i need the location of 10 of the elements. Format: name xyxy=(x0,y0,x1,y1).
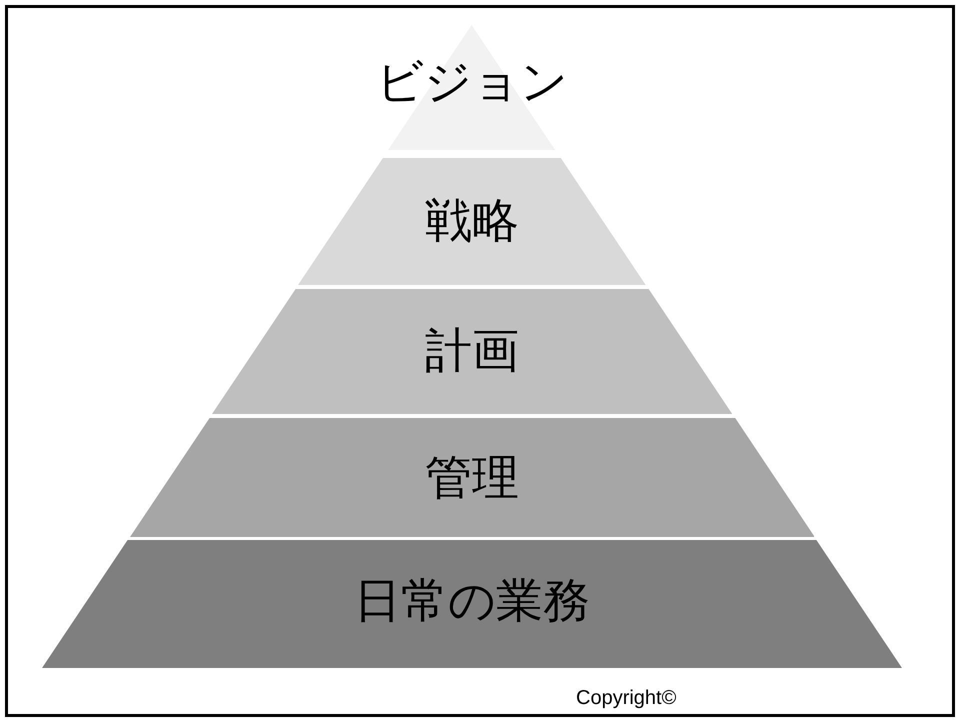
pyramid-tier xyxy=(298,158,646,285)
tier-label: 戦略 xyxy=(424,198,519,244)
pyramid-tier xyxy=(130,418,814,537)
copyright-note: Copyright© xyxy=(576,688,676,708)
tier-label: 管理 xyxy=(424,454,519,502)
pyramid-tier xyxy=(212,289,732,414)
tier-label: 計画 xyxy=(424,328,519,374)
tier-label: 日常の業務 xyxy=(354,578,590,624)
pyramid-tier xyxy=(42,540,902,668)
tier-label: ビジョン xyxy=(376,58,568,106)
